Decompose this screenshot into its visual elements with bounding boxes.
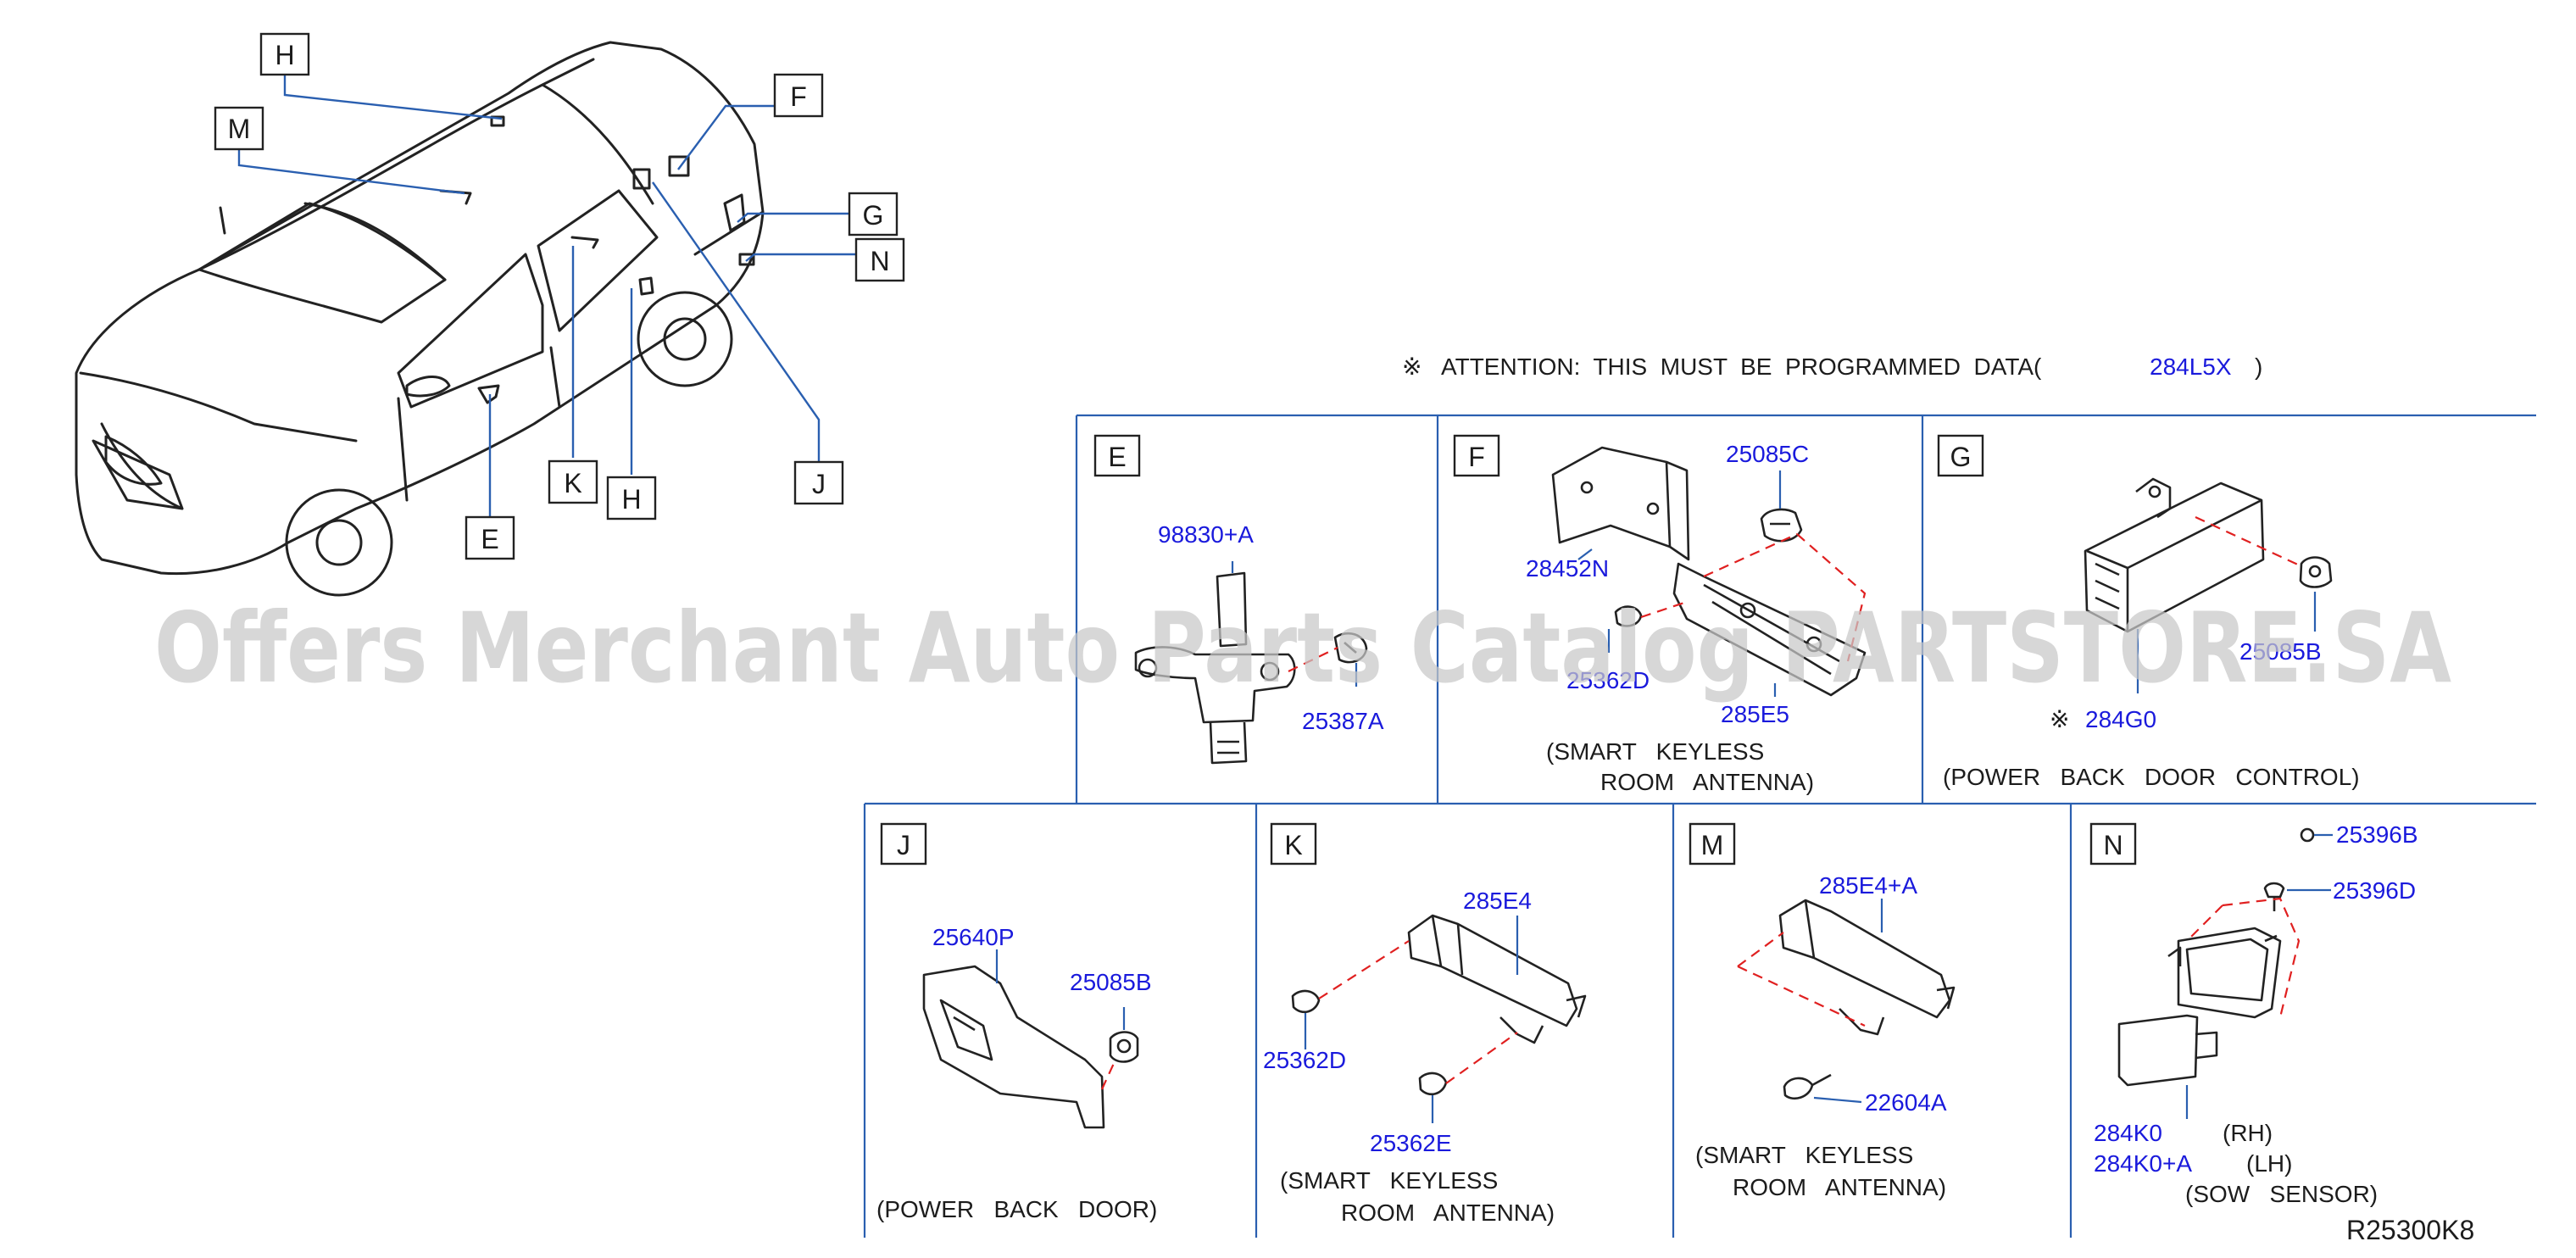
panel-f-caption-line2: ROOM ANTENNA) — [1600, 769, 1814, 795]
panel-n-rh-label: (RH) — [2223, 1120, 2273, 1146]
watermark-text: Offers Merchant Auto Parts Catalog PARTS… — [154, 592, 2451, 704]
panel-e-letter: E — [1108, 442, 1126, 472]
vehicle-body-outline — [75, 41, 765, 576]
vehicle-mirror — [405, 376, 451, 398]
marker-rear-lower — [738, 253, 755, 266]
overview-labels: H M F G N J H K — [214, 32, 905, 560]
part-25362d-f[interactable]: 25362D — [1566, 667, 1650, 693]
vehicle-grille — [104, 435, 163, 486]
panel-n: N 25396B 25396D 284K0 (RH) 284K0+A (LH) … — [2089, 821, 2418, 1207]
callout-box-e: E — [465, 515, 515, 560]
panel-m-letter: M — [1701, 830, 1724, 860]
callout-box-f: F — [773, 73, 824, 118]
panel-g-program-mark: ※ — [2050, 706, 2069, 732]
svg-text:F: F — [790, 81, 807, 112]
part-25396b[interactable]: 25396B — [2336, 821, 2418, 848]
part-25085c[interactable]: 25085C — [1726, 441, 1809, 467]
vehicle-hood — [79, 371, 358, 510]
panel-m-caption-line2: ROOM ANTENNA) — [1733, 1174, 1946, 1200]
vehicle-windshield — [198, 202, 447, 324]
svg-text:N: N — [870, 246, 889, 276]
svg-text:M: M — [228, 114, 251, 144]
panel-m-caption-line1: (SMART KEYLESS — [1695, 1142, 1913, 1168]
panel-e: E 98830+A 25387A — [1093, 434, 1384, 765]
panel-j: J 25640P 25085B (POWER BACK DOOR) — [876, 822, 1157, 1222]
attention-symbol: ※ — [1402, 353, 1422, 380]
callout-box-h-top: H — [259, 32, 310, 76]
part-25396d[interactable]: 25396D — [2333, 877, 2416, 904]
svg-text:E: E — [481, 524, 498, 554]
panel-m: M 285E4+A 22604A (SMART KEYLESS ROOM ANT… — [1689, 822, 1956, 1200]
attention-part-number[interactable]: 284L5X — [2150, 353, 2232, 380]
panel-k-letter: K — [1284, 830, 1302, 860]
power-back-door-bracket-drawing — [922, 965, 1139, 1129]
marker-rear-hatch — [668, 155, 690, 177]
callout-box-j: J — [793, 460, 844, 505]
attention-text: ATTENTION: THIS MUST BE PROGRAMMED DATA( — [1441, 353, 2042, 380]
attention-close: ) — [2255, 353, 2262, 380]
part-25640p[interactable]: 25640P — [932, 924, 1015, 950]
panel-g-letter: G — [1950, 442, 1972, 472]
back-door-control-unit-drawing — [2084, 477, 2333, 633]
panel-k-caption-line1: (SMART KEYLESS — [1280, 1167, 1498, 1194]
part-284k0-a[interactable]: 284K0+A — [2094, 1150, 2192, 1177]
side-impact-sensor-drawing — [1134, 571, 1368, 765]
vehicle-door-lines — [397, 210, 765, 502]
panel-f: F 25085C 28452N 25362D 285E5 (SMART KEYL… — [1453, 434, 1867, 795]
part-98830-a[interactable]: 98830+A — [1158, 521, 1254, 548]
panel-k-caption-line2: ROOM ANTENNA) — [1341, 1200, 1555, 1226]
marker-front-sensor — [477, 384, 500, 404]
diagram-code: R25300K8 — [2346, 1215, 2474, 1245]
rear-wheel — [637, 291, 733, 387]
part-285e5[interactable]: 285E5 — [1721, 701, 1789, 727]
callout-box-k: K — [548, 459, 598, 504]
callout-box-m: M — [214, 106, 264, 151]
vehicle-side-windows — [397, 189, 659, 409]
attention-note: ※ ATTENTION: THIS MUST BE PROGRAMMED DAT… — [1402, 353, 2262, 380]
sow-sensor-drawing — [2117, 827, 2315, 1087]
panel-n-caption: (SOW SENSOR) — [2185, 1181, 2378, 1207]
part-28452n[interactable]: 28452N — [1526, 555, 1609, 582]
panel-n-lh-label: (LH) — [2246, 1150, 2292, 1177]
svg-text:J: J — [812, 469, 826, 499]
part-285e4-k[interactable]: 285E4 — [1463, 888, 1532, 914]
panel-g-caption: (POWER BACK DOOR CONTROL) — [1943, 764, 2360, 790]
marker-cabin-rear — [570, 236, 599, 249]
part-284g0[interactable]: 284G0 — [2085, 706, 2156, 732]
panel-j-letter: J — [897, 830, 910, 860]
panel-j-caption: (POWER BACK DOOR) — [876, 1196, 1157, 1222]
panel-grid — [863, 414, 2536, 1238]
callout-box-g: G — [848, 192, 899, 237]
marker-door — [638, 276, 654, 296]
svg-text:H: H — [621, 484, 641, 515]
part-25085b-j[interactable]: 25085B — [1070, 969, 1152, 995]
part-25387a[interactable]: 25387A — [1302, 708, 1384, 734]
panel-f-letter: F — [1468, 442, 1485, 472]
callout-box-n: N — [854, 237, 905, 282]
callout-box-h-bottom: H — [606, 476, 657, 520]
part-284k0[interactable]: 284K0 — [2094, 1120, 2162, 1146]
panel-f-caption-line1: (SMART KEYLESS — [1546, 738, 1764, 765]
svg-text:H: H — [275, 40, 294, 70]
part-22604a[interactable]: 22604A — [1865, 1089, 1947, 1116]
svg-text:K: K — [564, 468, 581, 498]
part-25362d-k[interactable]: 25362D — [1263, 1047, 1346, 1073]
keyless-antenna-bracket-drawing — [1551, 446, 1867, 697]
part-25362e[interactable]: 25362E — [1370, 1130, 1452, 1156]
front-wheel — [285, 488, 393, 597]
overview-leaders — [237, 75, 856, 517]
part-285e4-a[interactable]: 285E4+A — [1819, 872, 1917, 899]
marker-roof — [490, 115, 505, 127]
panel-k: K 285E4 25362D 25362E (SMART KEYLESS ROO… — [1263, 822, 1587, 1226]
vehicle-overview — [75, 41, 765, 597]
panel-n-letter: N — [2103, 830, 2123, 860]
marker-tailgate — [723, 193, 746, 232]
marker-rear-upper — [632, 168, 651, 190]
panel-g: G 25085B ※ 284G0 (POWER BACK DOOR CONTRO… — [1937, 434, 2360, 790]
part-25085b-g[interactable]: 25085B — [2239, 638, 2322, 665]
svg-text:G: G — [863, 200, 884, 231]
